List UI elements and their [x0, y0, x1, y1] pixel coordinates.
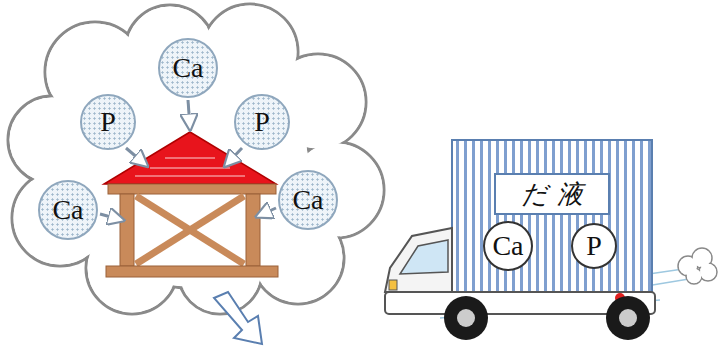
- element-circle: Ca: [38, 180, 98, 240]
- truck: [385, 140, 717, 340]
- node-text: Ca: [492, 232, 523, 260]
- node-text: P: [254, 108, 270, 136]
- bone-frame: [104, 132, 278, 277]
- node-text: Ca: [52, 196, 83, 224]
- node-text: P: [586, 232, 602, 260]
- down-arrow: [214, 292, 262, 344]
- element-circle: P: [234, 94, 290, 150]
- thought-cloud: [8, 4, 384, 314]
- cargo-circle: P: [571, 223, 617, 269]
- node-text: だ 液: [521, 181, 582, 207]
- node-text: Ca: [292, 186, 323, 214]
- element-circle: P: [80, 94, 136, 150]
- node-text: Ca: [172, 54, 203, 82]
- cargo-label-box: だ 液: [494, 173, 610, 215]
- element-circle: Ca: [158, 38, 218, 98]
- cargo-circle: Ca: [483, 221, 533, 271]
- node-text: P: [100, 108, 116, 136]
- element-circle: Ca: [278, 170, 338, 230]
